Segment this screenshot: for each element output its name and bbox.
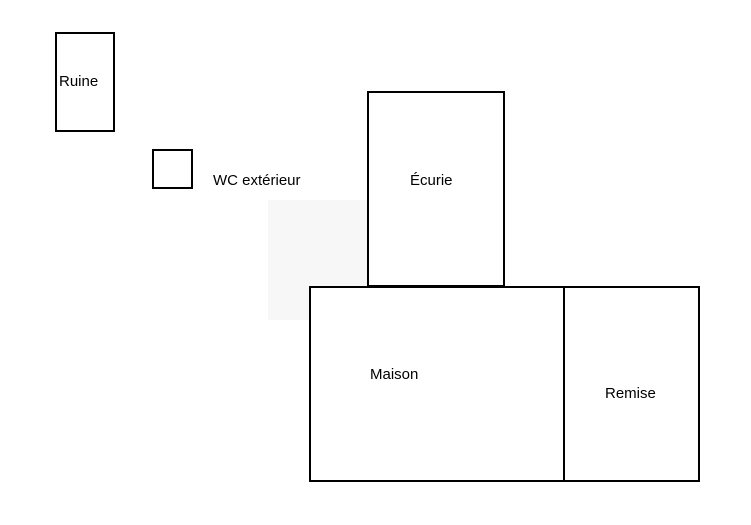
room-maison-outline <box>309 286 565 482</box>
room-wc-label: WC extérieur <box>213 172 301 189</box>
room-ecurie-label: Écurie <box>410 172 453 189</box>
room-wc: WC extérieur <box>152 149 301 189</box>
room-maison-label: Maison <box>370 366 418 383</box>
room-ruine-label: Ruine <box>59 73 98 90</box>
room-remise-label: Remise <box>605 385 656 402</box>
room-ruine: Ruine <box>55 32 115 132</box>
room-wc-outline <box>152 149 193 189</box>
room-maison: Maison <box>309 286 565 482</box>
room-ecurie-outline <box>367 91 505 287</box>
room-ruine-outline <box>55 32 115 132</box>
room-remise-outline <box>563 286 700 482</box>
room-ecurie: Écurie <box>367 91 505 287</box>
room-remise: Remise <box>563 286 700 482</box>
